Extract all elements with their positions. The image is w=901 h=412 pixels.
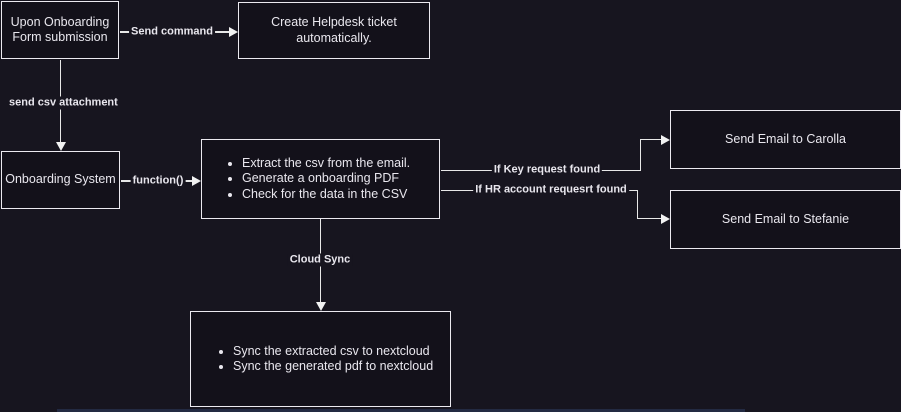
- node-send-email-carolla: Send Email to Carolla: [670, 110, 901, 169]
- node-text-line: Send Email to Stefanie: [721, 211, 850, 226]
- node-create-helpdesk-ticket: Create Helpdesk ticket automatically.: [238, 2, 430, 59]
- node-text-line: automatically.: [296, 30, 372, 45]
- edge-label-key-request: If Key request found: [491, 163, 603, 177]
- edge-line-hr-request-h2: [637, 217, 662, 219]
- edge-line-key-request-h2: [640, 138, 662, 140]
- node-text-line: Create Helpdesk ticket: [271, 15, 397, 29]
- arrowhead-down-icon: [55, 142, 66, 151]
- process-bullet-list: Extract the csv from the email. Generate…: [202, 156, 410, 203]
- cloud-sync-bullet-item: Sync the extracted csv to nextcloud: [233, 344, 433, 360]
- node-onboarding-system: Onboarding System: [1, 151, 120, 209]
- node-process-steps: Extract the csv from the email. Generate…: [201, 139, 440, 219]
- node-text-line: Upon Onboarding: [10, 14, 110, 29]
- window-edge-strip: [57, 409, 745, 412]
- node-text-line: Onboarding System: [5, 172, 116, 187]
- node-cloud-sync-steps: Sync the extracted csv to nextcloud Sync…: [190, 311, 451, 407]
- process-bullet-item: Generate a onboarding PDF: [242, 171, 410, 187]
- cloud-sync-bullet-item: Sync the generated pdf to nextcloud: [233, 359, 433, 375]
- edge-label-hr-request: If HR account requesrt found: [473, 183, 629, 197]
- cloud-sync-bullet-list: Sync the extracted csv to nextcloud Sync…: [191, 344, 433, 375]
- edge-label-send-csv: send csv attachment: [7, 96, 120, 110]
- node-send-email-stefanie: Send Email to Stefanie: [670, 190, 901, 249]
- edge-line-key-request-v: [639, 139, 641, 171]
- arrowhead-right-icon: [229, 26, 238, 37]
- node-upon-onboarding-form-submission: Upon Onboarding Form submission: [1, 1, 119, 59]
- edge-label-send-command: Send command: [129, 25, 215, 39]
- node-text-line: Send Email to Carolla: [725, 131, 846, 146]
- arrowhead-down-icon: [315, 302, 326, 311]
- process-bullet-item: Check for the data in the CSV: [242, 187, 410, 203]
- node-text-line: Form submission: [12, 30, 108, 44]
- edge-line-hr-request-v: [636, 190, 638, 219]
- edge-label-function: function(): [130, 174, 186, 188]
- arrowhead-right-icon: [661, 134, 670, 145]
- arrowhead-right-icon: [192, 175, 201, 186]
- process-bullet-item: Extract the csv from the email.: [242, 156, 410, 172]
- edge-label-cloud-sync: Cloud Sync: [287, 253, 353, 267]
- arrowhead-right-icon: [661, 213, 670, 224]
